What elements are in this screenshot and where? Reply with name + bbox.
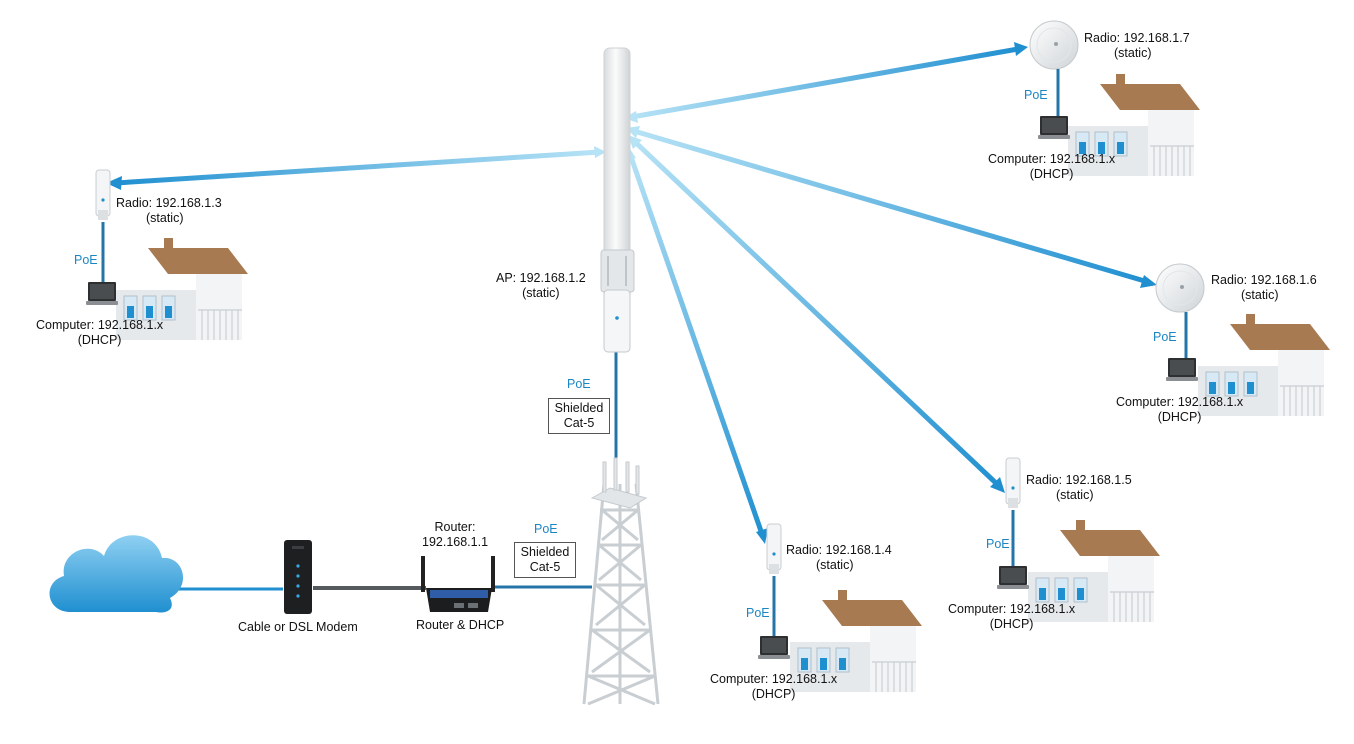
station-5 (997, 457, 1161, 623)
wireless-link-radio-7 (624, 42, 1028, 123)
ap-cable-line1: Shielded (554, 401, 604, 415)
wireless-link-radio-4 (624, 146, 768, 544)
station-3 (86, 169, 249, 341)
radio-5-mode: (static) (1056, 488, 1094, 502)
station-7 (1029, 20, 1201, 177)
radio-3-mode: (static) (146, 211, 184, 225)
router-cable-label: Shielded Cat-5 (514, 542, 576, 578)
router-cable-line2: Cat-5 (529, 560, 561, 574)
modem-icon (284, 540, 312, 614)
computer-3-ip: Computer: 192.168.1.x (36, 318, 164, 332)
radio-3-label: Radio: 192.168.1.3 (static) (116, 196, 222, 226)
radio-7-ip: Radio: 192.168.1.7 (1084, 31, 1190, 45)
computer-7-label: Computer: 192.168.1.x (DHCP) (988, 152, 1115, 182)
radio-3-ip: Radio: 192.168.1.3 (116, 196, 222, 210)
computer-5-label: Computer: 192.168.1.x (DHCP) (948, 602, 1075, 632)
computer-6-mode: (DHCP) (1157, 410, 1202, 424)
computer-4-mode: (DHCP) (751, 687, 796, 701)
router-caption: Router & DHCP (416, 618, 505, 632)
station-7-poe-label: PoE (1024, 88, 1048, 102)
router-icon (421, 556, 495, 612)
radio-6-ip: Radio: 192.168.1.6 (1211, 273, 1317, 287)
radio-7-dish-icon (1029, 20, 1079, 70)
radio-4-ip: Radio: 192.168.1.4 (786, 543, 892, 557)
computer-4-ip: Computer: 192.168.1.x (710, 672, 838, 686)
ap-cable-label: Shielded Cat-5 (548, 398, 610, 434)
computer-7-icon (1038, 116, 1070, 139)
router-cable-line1: Shielded (520, 545, 570, 559)
router-poe-label: PoE (534, 522, 558, 536)
radio-4-mode: (static) (816, 558, 854, 572)
radio-7-label: Radio: 192.168.1.7 (static) (1084, 31, 1190, 61)
ap-poe-label: PoE (567, 377, 591, 391)
radio-6-dish-icon (1155, 263, 1205, 313)
station-4-poe-label: PoE (746, 606, 770, 620)
radio-6-label: Radio: 192.168.1.6 (static) (1211, 273, 1317, 303)
computer-7-ip: Computer: 192.168.1.x (988, 152, 1116, 166)
computer-6-icon (1166, 358, 1198, 381)
computer-4-icon (758, 636, 790, 659)
radio-4-icon (766, 523, 782, 575)
ap-ip: AP: 192.168.1.2 (496, 271, 586, 285)
radio-3-icon (95, 169, 111, 221)
modem-caption: Cable or DSL Modem (238, 620, 358, 634)
router-label: Router: 192.168.1.1 (422, 520, 488, 550)
computer-3-label: Computer: 192.168.1.x (DHCP) (36, 318, 163, 348)
tower-antennas (590, 457, 648, 509)
computer-5-ip: Computer: 192.168.1.x (948, 602, 1076, 616)
ap-label: AP: 192.168.1.2 (static) (496, 271, 586, 301)
router-label-line2: 192.168.1.1 (422, 535, 489, 549)
ap-cable-line2: Cat-5 (563, 416, 595, 430)
station-6 (1155, 263, 1331, 417)
radio-5-icon (1005, 457, 1021, 509)
computer-5-icon (997, 566, 1029, 589)
lattice-tower (582, 483, 660, 706)
radio-6-mode: (static) (1241, 288, 1279, 302)
internet-cloud-icon (49, 535, 184, 613)
wireless-link-radio-3 (106, 146, 606, 190)
station-6-poe-label: PoE (1153, 330, 1177, 344)
radio-4-label: Radio: 192.168.1.4 (static) (786, 543, 892, 573)
station-4 (758, 523, 923, 693)
station-3-poe-label: PoE (74, 253, 98, 267)
computer-4-label: Computer: 192.168.1.x (DHCP) (710, 672, 837, 702)
radio-5-label: Radio: 192.168.1.5 (static) (1026, 473, 1132, 503)
computer-6-ip: Computer: 192.168.1.x (1116, 395, 1244, 409)
ap-mode: (static) (522, 286, 560, 300)
computer-6-label: Computer: 192.168.1.x (DHCP) (1116, 395, 1243, 425)
access-point-antenna (600, 47, 635, 353)
computer-3-icon (86, 282, 118, 305)
computer-3-mode: (DHCP) (77, 333, 122, 347)
radio-5-ip: Radio: 192.168.1.5 (1026, 473, 1132, 487)
router-label-line1: Router: (434, 520, 476, 534)
computer-7-mode: (DHCP) (1029, 167, 1074, 181)
radio-7-mode: (static) (1114, 46, 1152, 60)
computer-5-mode: (DHCP) (989, 617, 1034, 631)
wireless-link-radio-5 (628, 135, 1005, 493)
station-5-poe-label: PoE (986, 537, 1010, 551)
